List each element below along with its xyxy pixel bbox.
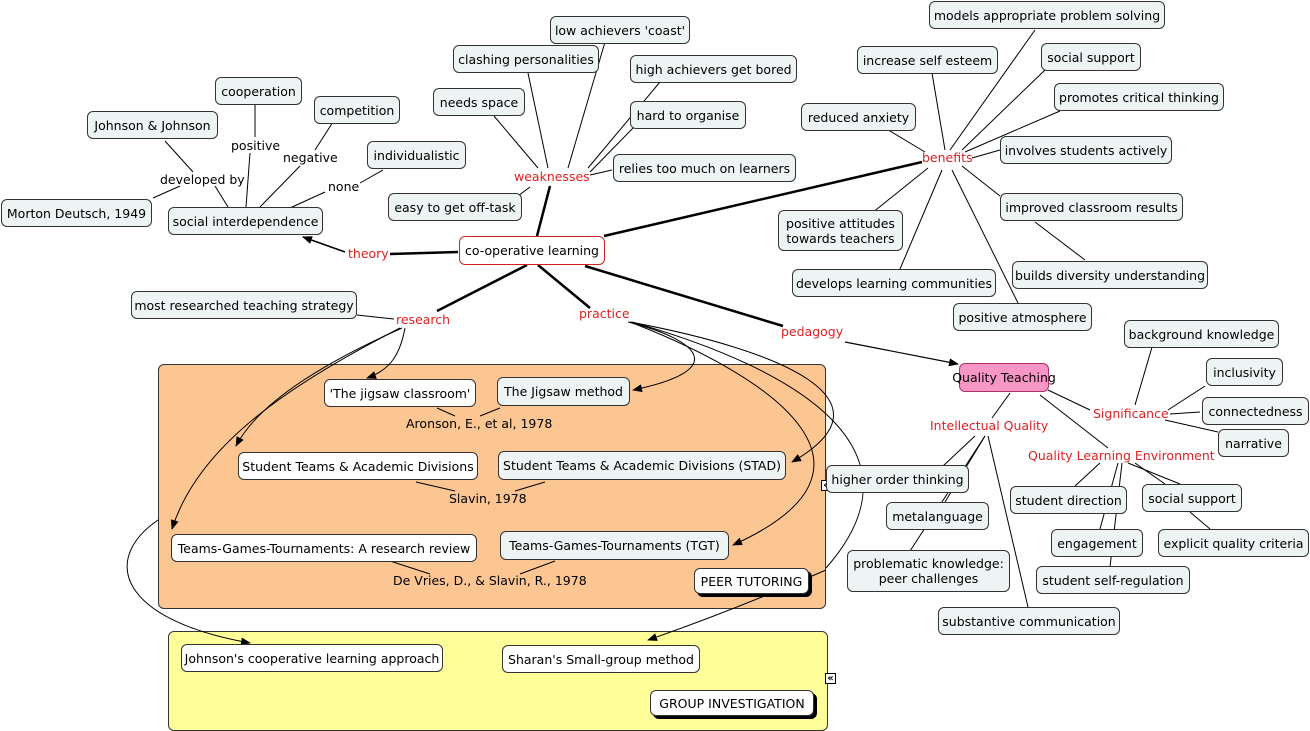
label-quality-learning-environment: Quality Learning Environment <box>1028 448 1215 463</box>
label-pedagogy: pedagogy <box>781 324 844 339</box>
node-stad-reference[interactable]: Student Teams & Academic Divisions <box>238 452 478 480</box>
node-inclusivity[interactable]: inclusivity <box>1206 358 1283 386</box>
node-jigsaw-method[interactable]: The Jigsaw method <box>497 377 630 406</box>
label-research: research <box>396 312 451 327</box>
node-group-investigation[interactable]: GROUP INVESTIGATION <box>650 690 814 716</box>
node-relies-on-learners[interactable]: relies too much on learners <box>613 154 796 182</box>
node-models-problem-solving[interactable]: models appropriate problem solving <box>929 1 1165 29</box>
label-negative: negative <box>283 150 338 165</box>
link-pedagogy <box>584 264 784 328</box>
node-peer-tutoring[interactable]: PEER TUTORING <box>694 568 809 594</box>
node-social-support-top[interactable]: social support <box>1041 43 1141 71</box>
node-background-knowledge[interactable]: background knowledge <box>1124 320 1279 348</box>
node-positive-atmosphere[interactable]: positive atmosphere <box>953 303 1092 331</box>
node-social-support-qle[interactable]: social support <box>1142 484 1242 512</box>
node-needs-space[interactable]: needs space <box>433 88 525 116</box>
link-practice <box>537 264 591 309</box>
node-substantive-communication[interactable]: substantive communication <box>938 607 1120 635</box>
label-significance: Significance <box>1093 406 1169 421</box>
label-devries: De Vries, D., & Slavin, R., 1978 <box>393 573 587 588</box>
node-competition[interactable]: competition <box>314 96 400 124</box>
label-theory: theory <box>348 246 389 261</box>
node-individualistic[interactable]: individualistic <box>367 141 466 169</box>
node-problematic-knowledge[interactable]: problematic knowledge: peer challenges <box>847 550 1010 592</box>
label-positive: positive <box>231 138 281 153</box>
node-johnson-approach[interactable]: Johnson's cooperative learning approach <box>181 644 443 672</box>
link-theory-arrow <box>302 236 346 253</box>
node-sharan-method[interactable]: Sharan's Small-group method <box>502 645 700 673</box>
label-benefits: benefits <box>922 150 973 165</box>
label-aronson: Aronson, E., et al, 1978 <box>406 416 553 431</box>
node-student-direction[interactable]: student direction <box>1010 486 1127 514</box>
label-developed-by: developed by <box>160 172 245 187</box>
label-practice: practice <box>579 306 630 321</box>
node-increase-self-esteem[interactable]: increase self esteem <box>857 46 998 74</box>
node-tgt-reference[interactable]: Teams-Games-Tournaments: A research revi… <box>171 534 477 562</box>
node-cooperation[interactable]: cooperation <box>215 77 302 105</box>
node-cooperative-learning[interactable]: co-operative learning <box>459 236 605 265</box>
node-metalanguage[interactable]: metalanguage <box>886 502 989 530</box>
node-clashing-personalities[interactable]: clashing personalities <box>453 45 599 73</box>
node-jigsaw-classroom[interactable]: 'The jigsaw classroom' <box>324 379 476 407</box>
node-social-interdependence[interactable]: social interdependence <box>168 207 323 235</box>
node-quality-teaching[interactable]: Quality Teaching <box>952 363 1056 392</box>
node-tgt[interactable]: Teams-Games-Tournaments (TGT) <box>500 531 729 560</box>
node-develops-communities[interactable]: develops learning communities <box>792 269 996 297</box>
node-narrative[interactable]: narrative <box>1218 429 1289 457</box>
node-reduced-anxiety[interactable]: reduced anxiety <box>801 103 916 131</box>
node-involves-students[interactable]: involves students actively <box>1000 136 1172 164</box>
problematic-line-2: peer challenges <box>878 571 979 586</box>
link-research <box>436 263 528 313</box>
label-slavin: Slavin, 1978 <box>449 491 527 506</box>
node-engagement[interactable]: engagement <box>1051 529 1143 557</box>
node-explicit-criteria[interactable]: explicit quality criteria <box>1158 529 1309 557</box>
node-easy-off-task[interactable]: easy to get off-task <box>388 193 522 221</box>
node-higher-order-thinking[interactable]: higher order thinking <box>826 465 969 493</box>
node-low-achievers[interactable]: low achievers 'coast' <box>550 16 690 44</box>
node-connectedness[interactable]: connectedness <box>1202 397 1309 425</box>
node-student-self-regulation[interactable]: student self-regulation <box>1036 566 1190 594</box>
link-theory <box>389 250 459 256</box>
label-intellectual-quality: Intellectual Quality <box>930 418 1049 433</box>
label-none: none <box>328 179 360 194</box>
link-pedagogy-arrow <box>844 341 959 367</box>
node-positive-attitudes[interactable]: positive attitudes towards teachers <box>778 210 903 251</box>
label-weaknesses: weaknesses <box>514 169 590 184</box>
node-promotes-critical[interactable]: promotes critical thinking <box>1054 83 1224 111</box>
node-stad[interactable]: Student Teams & Academic Divisions (STAD… <box>498 451 786 480</box>
node-high-achievers[interactable]: high achievers get bored <box>630 55 797 83</box>
link-benefits <box>603 160 923 238</box>
node-most-researched[interactable]: most researched teaching strategy <box>131 291 357 319</box>
expand-icon[interactable]: « <box>825 673 836 684</box>
positive-attitudes-line-2: towards teachers <box>786 230 895 246</box>
node-morton-deutsch[interactable]: Morton Deutsch, 1949 <box>1 199 152 227</box>
problematic-line-1: problematic knowledge: <box>853 556 1004 571</box>
node-improved-results[interactable]: improved classroom results <box>1000 193 1183 221</box>
link-weaknesses <box>535 185 552 237</box>
node-builds-diversity[interactable]: builds diversity understanding <box>1012 261 1208 289</box>
node-hard-to-organise[interactable]: hard to organise <box>630 101 746 129</box>
node-johnson-johnson[interactable]: Johnson & Johnson <box>87 111 218 139</box>
positive-attitudes-line-1: positive attitudes <box>786 215 895 231</box>
